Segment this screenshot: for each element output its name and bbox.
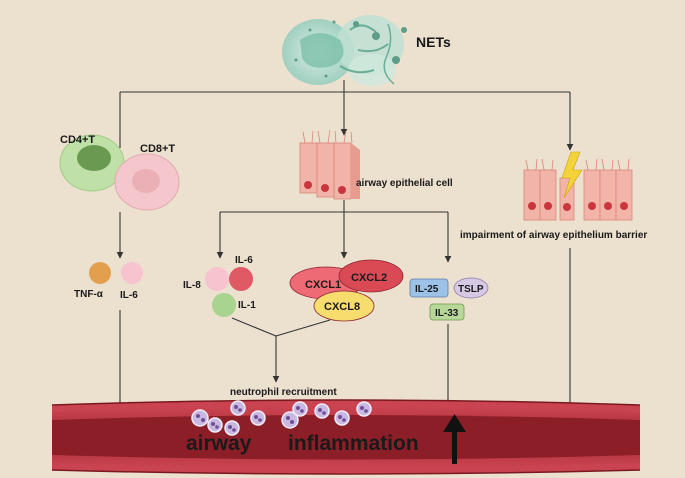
il6-dot: [121, 262, 143, 284]
neutrophil-icon: [207, 417, 223, 433]
il1-dot: [212, 293, 236, 317]
neutrophil-nuclei: [196, 405, 368, 432]
cxcl2-ellipse: [338, 259, 404, 293]
impaired-epithelium-barrier: [523, 151, 633, 221]
il33-box: [429, 303, 465, 321]
il8-label: IL-8: [183, 280, 201, 291]
neutrophil-icon: [356, 401, 372, 417]
cd4-label: CD4+T: [60, 134, 95, 146]
il6-label: IL-6: [120, 290, 138, 301]
il8-dot: [205, 267, 229, 291]
inflammation-label: inflammation: [288, 432, 419, 455]
il33-label: IL-33: [435, 308, 459, 319]
neutrophil-icon: [230, 400, 246, 416]
il1-label: IL-1: [238, 300, 256, 311]
neutrophil-icon: [281, 411, 299, 429]
nets-branch-lines: [119, 80, 574, 151]
airway-label: airway: [186, 432, 252, 455]
epithelial-branch-lines: [216, 200, 452, 263]
neutrophil-icon: [191, 409, 209, 427]
tslp-label: TSLP: [458, 284, 484, 295]
neutrophil-recruitment-label: neutrophil recruitment: [230, 387, 337, 398]
il25-label: IL-25: [415, 284, 439, 295]
cxcl8-label: CXCL8: [324, 301, 360, 313]
nets-label: NETs: [416, 34, 451, 50]
cxcl2-label: CXCL2: [351, 272, 387, 284]
lightning-icon: [561, 151, 583, 199]
cd8-label: CD8+T: [140, 143, 175, 155]
neutrophil-icon: [334, 410, 350, 426]
neutrophil-cluster: [191, 400, 372, 436]
cxcl1-label: CXCL1: [305, 279, 341, 291]
cxcl8-ellipse: [313, 290, 375, 322]
neutrophil-icon: [250, 410, 266, 426]
neutrophil-icon: [292, 401, 308, 417]
tnf-alpha-dot: [89, 262, 111, 284]
cd8-t-cell: [114, 153, 180, 211]
tslp-ellipse: [453, 277, 489, 299]
barrier-impairment-label: impairment of airway epithelium barrier: [460, 230, 647, 241]
il6-b-label: IL-6: [235, 255, 253, 266]
airway-epithelial-cell: [299, 129, 360, 200]
neutrophil-icon: [314, 403, 330, 419]
cd4-t-cell: [59, 134, 125, 192]
epithelial-cell-label: airway epithelial cell: [356, 178, 453, 189]
il25-box: [409, 278, 449, 298]
neutrophil-icon: [224, 420, 240, 436]
tnf-alpha-label: TNF-α: [74, 289, 104, 300]
il6-b-dot: [229, 267, 253, 291]
nets-illustration: [282, 15, 407, 86]
neutrophil-convergence-lines: [231, 317, 331, 383]
increase-arrow-icon: [443, 414, 466, 464]
